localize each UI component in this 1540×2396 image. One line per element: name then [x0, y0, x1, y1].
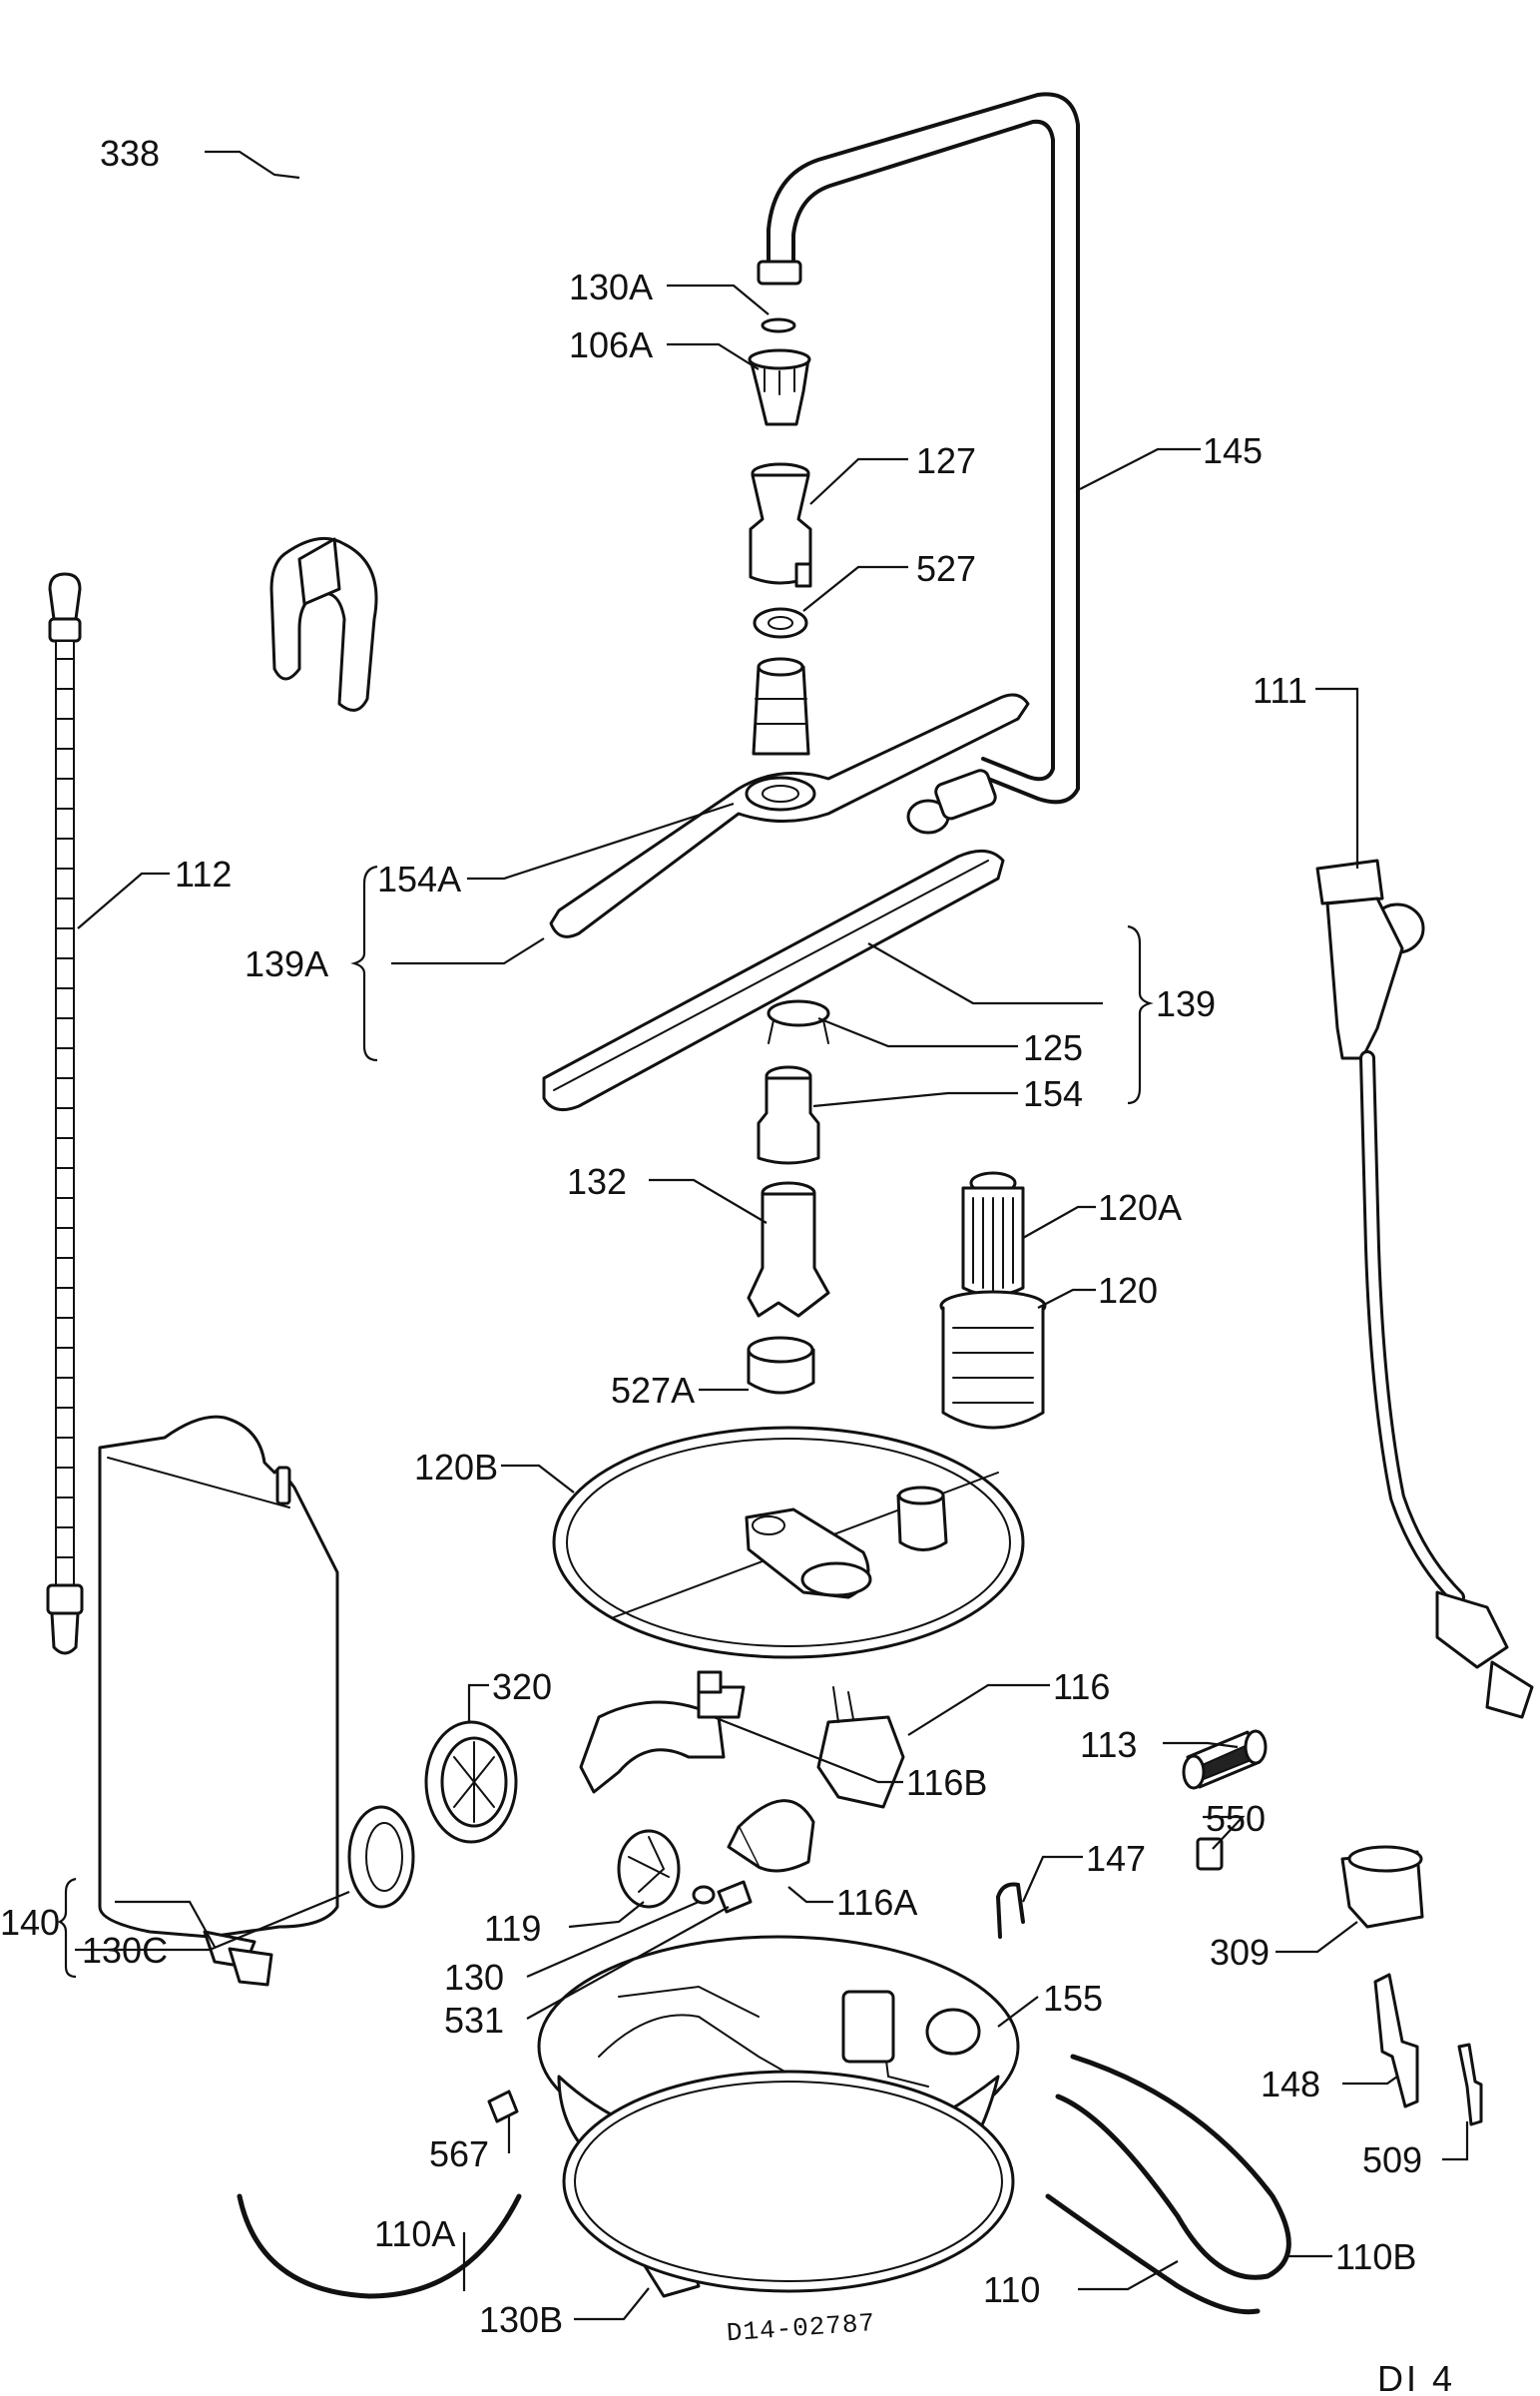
callout-106a: 106A	[569, 324, 653, 365]
hoses-110	[1045, 2054, 1291, 2315]
callout-567: 567	[429, 2133, 489, 2174]
callout-155: 155	[1043, 1978, 1103, 2019]
retaining-ring	[753, 607, 808, 639]
callout-145: 145	[1203, 430, 1263, 471]
pump-bracket	[816, 1686, 905, 1809]
callout-130: 130	[444, 1957, 504, 1998]
callout-309: 309	[1210, 1932, 1270, 1973]
callout-120a: 120A	[1098, 1187, 1182, 1228]
callout-116a: 116A	[836, 1882, 917, 1923]
callout-154: 154	[1023, 1073, 1083, 1114]
callout-139: 139	[1156, 983, 1216, 1024]
upper-spray-arm	[549, 657, 1030, 938]
group-brace-139a	[350, 865, 378, 1062]
sheet-code: DI 4	[1377, 2358, 1455, 2396]
callout-111: 111	[1253, 670, 1307, 711]
callout-113: 113	[1080, 1724, 1137, 1765]
group-brace-139	[1127, 924, 1154, 1105]
callout-116b: 116B	[906, 1762, 987, 1803]
callout-139a: 139A	[245, 943, 328, 984]
leader-lines	[75, 150, 1469, 2321]
arm-clip	[767, 999, 830, 1044]
callout-527a: 527A	[611, 1370, 695, 1411]
filter-plate	[552, 1426, 1025, 1659]
drain-hose	[1315, 859, 1534, 1719]
hose-bracket	[269, 536, 378, 712]
lower-spray-arm	[542, 849, 1005, 1112]
hose-110a	[237, 2193, 522, 2299]
clip-567	[487, 2090, 519, 2123]
lower-hub	[757, 1065, 820, 1165]
pump-flap	[727, 1799, 815, 1873]
callout-127: 127	[916, 440, 976, 481]
callout-120b: 120B	[414, 1447, 498, 1488]
callout-116: 116	[1053, 1666, 1110, 1707]
lower-tube	[747, 1181, 830, 1318]
o-ring	[761, 317, 796, 333]
spray-arm-nut	[748, 348, 811, 426]
callout-148: 148	[1261, 2064, 1320, 2104]
impeller-screw	[692, 1880, 753, 1914]
drawing-number: D14-02787	[726, 2308, 876, 2348]
lower-ring	[747, 1336, 815, 1395]
heating-element	[1182, 1729, 1268, 1790]
tank-seal	[347, 1805, 415, 1909]
callout-110b: 110B	[1335, 2236, 1416, 2277]
callout-120: 120	[1098, 1270, 1158, 1311]
group-brace-140	[57, 1877, 77, 1979]
callout-140: 140	[0, 1902, 60, 1943]
sump-gasket	[562, 2070, 1015, 2293]
callout-527: 527	[916, 548, 976, 589]
wire-clip	[995, 1882, 1025, 1939]
callout-132: 132	[567, 1161, 627, 1202]
callout-130a: 130A	[569, 267, 653, 307]
callout-320: 320	[492, 1666, 552, 1707]
float-switch	[1340, 1845, 1424, 1929]
callout-154a: 154A	[377, 859, 461, 899]
impeller	[617, 1829, 681, 1909]
callout-550: 550	[1206, 1798, 1266, 1839]
callout-110: 110	[983, 2269, 1040, 2310]
callout-labels: 130A 106A 127 145 338 527 111 112 154A 1…	[0, 133, 1422, 2340]
callout-110a: 110A	[374, 2213, 455, 2254]
callout-119: 119	[484, 1908, 541, 1949]
upper-coupling	[749, 462, 812, 588]
pump-cover	[579, 1670, 746, 1794]
bracket-148	[1373, 1973, 1419, 2108]
callout-130c: 130C	[82, 1930, 168, 1971]
callout-531: 531	[444, 2000, 504, 2041]
callout-112: 112	[175, 854, 232, 895]
inlet-hose	[46, 572, 84, 1655]
filter-assembly	[939, 1171, 1047, 1430]
pump-housing	[424, 1720, 518, 1844]
upper-supply-pipe	[757, 92, 1080, 835]
clip-509	[1457, 2043, 1483, 2126]
callout-338: 338	[100, 133, 160, 174]
callout-130b: 130B	[479, 2299, 563, 2340]
callout-509: 509	[1362, 2139, 1422, 2180]
water-softener-tank	[98, 1415, 339, 1987]
callout-125: 125	[1023, 1027, 1083, 1068]
callout-147: 147	[1086, 1838, 1146, 1879]
